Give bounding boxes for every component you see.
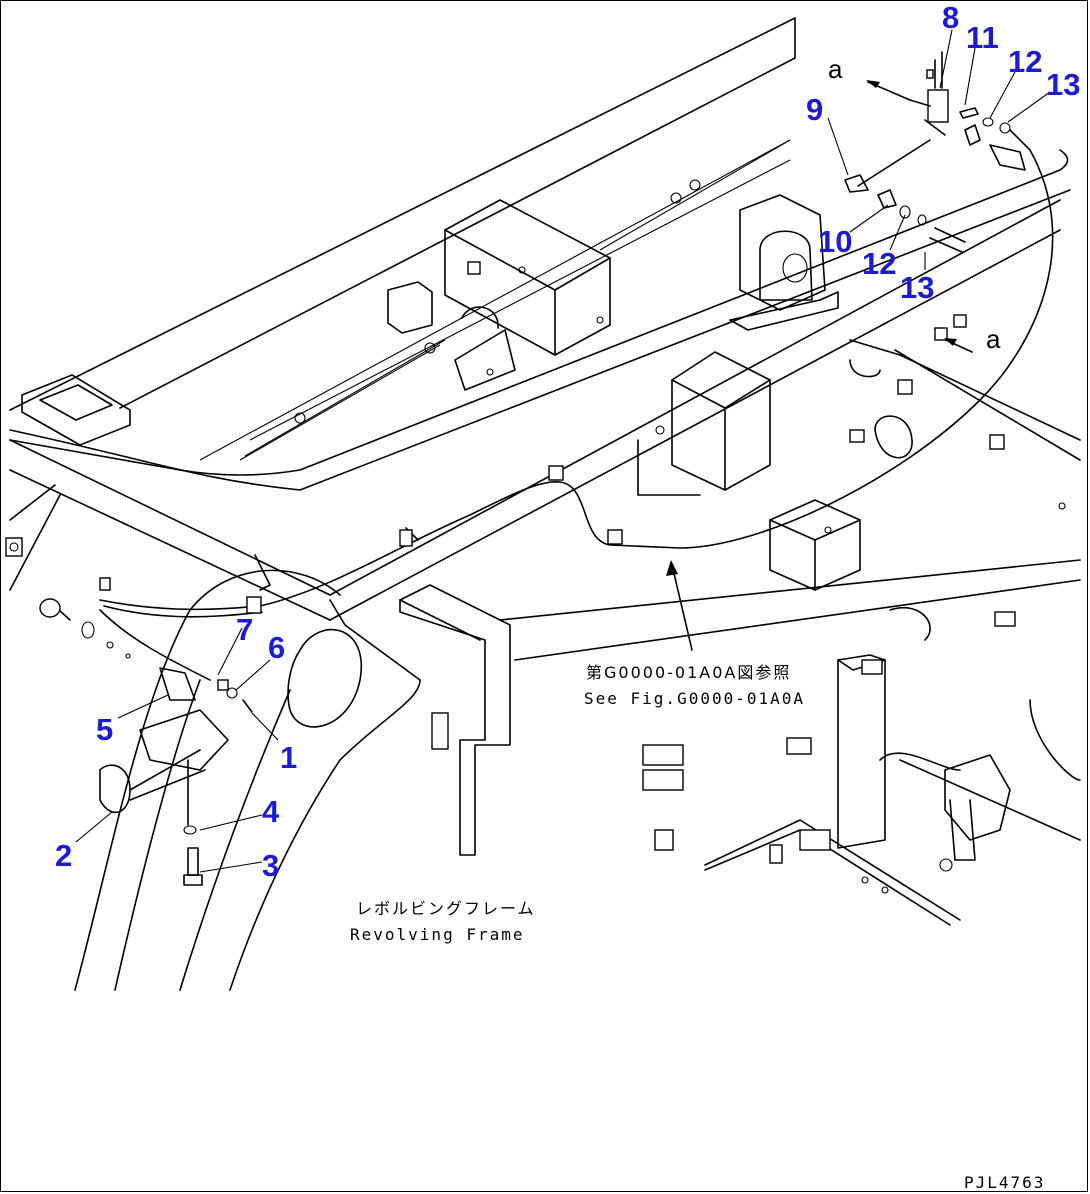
callout-13a: 13 xyxy=(1046,67,1080,102)
view-marker-a-top: a xyxy=(828,54,843,84)
frame-label-en: Revolving Frame xyxy=(350,925,525,944)
callout-numbers: 1 2 3 4 5 6 7 8 9 10 11 12 12 13 13 xyxy=(55,0,1080,883)
callout-6: 6 xyxy=(268,630,285,665)
callout-13b: 13 xyxy=(900,270,934,305)
callout-9: 9 xyxy=(806,92,823,127)
callout-10: 10 xyxy=(818,224,852,259)
revolving-frame-outline xyxy=(74,554,421,991)
callout-11: 11 xyxy=(966,20,999,55)
callout-3: 3 xyxy=(262,848,279,883)
callout-2: 2 xyxy=(55,838,72,873)
beam-wiring xyxy=(239,139,791,461)
clamp-blocks xyxy=(431,712,812,851)
right-frame xyxy=(499,314,1081,926)
view-arrows xyxy=(866,80,973,353)
left-bracket xyxy=(5,374,131,591)
pressure-switch-assembly xyxy=(844,51,1026,253)
callout-7: 7 xyxy=(236,612,253,647)
reference-text-jp: 第G0000-01A0A図参照 xyxy=(586,663,791,682)
leader-lines xyxy=(75,29,1051,873)
main-frame-beam xyxy=(9,17,1071,621)
frame-label-jp: レボルビングフレーム xyxy=(356,899,536,918)
drawing-code: PJL4763 xyxy=(964,1173,1045,1192)
callout-8: 8 xyxy=(942,0,959,35)
center-frame-box xyxy=(387,199,611,391)
callout-5: 5 xyxy=(96,712,113,747)
view-marker-a-right: a xyxy=(986,324,1001,354)
horn-assembly xyxy=(39,598,253,886)
hose-routing xyxy=(99,129,1054,681)
callout-12a: 12 xyxy=(1008,44,1042,79)
upright-bracket xyxy=(637,351,771,496)
reference-text-en: See Fig.G0000-01A0A xyxy=(584,689,805,708)
reference-arrow xyxy=(666,560,693,651)
tall-plate xyxy=(399,584,511,856)
callout-1: 1 xyxy=(280,740,297,775)
boss-mount xyxy=(729,194,839,331)
callout-12b: 12 xyxy=(862,246,896,281)
callout-4: 4 xyxy=(262,794,280,829)
